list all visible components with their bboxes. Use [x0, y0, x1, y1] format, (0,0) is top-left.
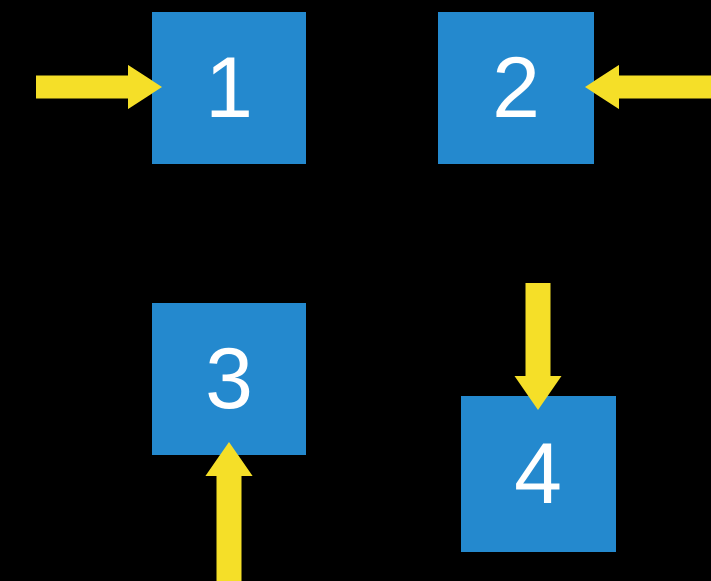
node-3-box[interactable] — [152, 303, 306, 455]
node-4-label: 4 — [514, 426, 562, 522]
node-2-label: 2 — [492, 40, 540, 136]
node-3[interactable]: 3 — [152, 303, 306, 455]
node-4-box[interactable] — [461, 396, 616, 552]
node-2[interactable]: 2 — [438, 12, 594, 164]
node-1-box[interactable] — [152, 12, 306, 164]
node-1-label: 1 — [205, 40, 253, 136]
node-2-box[interactable] — [438, 12, 594, 164]
node-4[interactable]: 4 — [461, 396, 616, 552]
arrow-into-1-tip — [36, 65, 162, 109]
arrow-into-2-tip — [585, 65, 711, 109]
node-1[interactable]: 1 — [152, 12, 306, 164]
arrow-into-4 — [514, 283, 562, 410]
node-3-label: 3 — [205, 331, 253, 427]
arrow-into-3-tip — [205, 442, 253, 581]
